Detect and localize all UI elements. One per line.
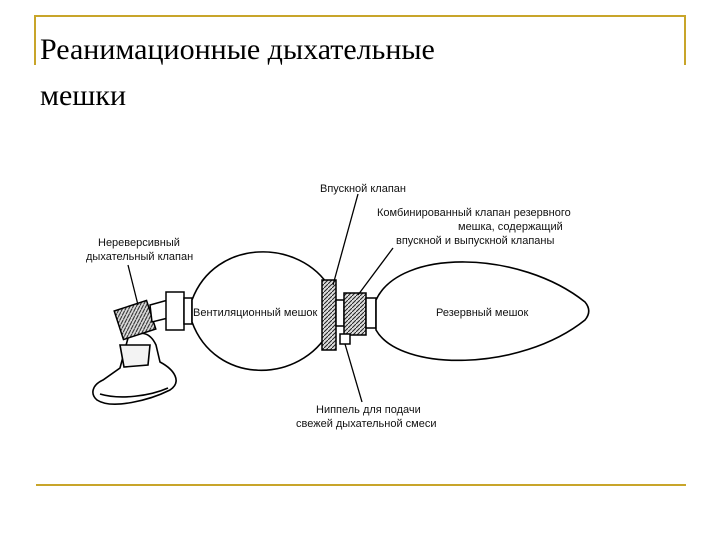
label-reservoir-bag: Резервный мешок <box>436 307 529 319</box>
reservoir-bag-shape <box>375 261 590 362</box>
label-nipple-line1: Ниппель для подачи <box>316 404 421 416</box>
slide-title-line2: мешки <box>40 79 127 112</box>
nonrebreathing-valve-leader-line <box>127 264 139 306</box>
bottom-divider-line <box>36 484 686 486</box>
right-accent-line <box>684 15 686 65</box>
label-combined-valve-line1: Комбинированный клапан резервного <box>377 207 571 219</box>
label-nonrebreathing-valve-line1: Нереверсивный <box>98 237 180 249</box>
inlet-valve-shape <box>321 279 337 351</box>
top-divider-line <box>34 15 686 17</box>
left-accent-line <box>34 15 36 65</box>
face-mask-shape <box>92 332 177 405</box>
label-ventilation-bag: Вентиляционный мешок <box>193 307 318 319</box>
label-inlet-valve: Впускной клапан <box>320 183 406 195</box>
label-combined-valve-line2: мешка, содержащий <box>458 221 563 233</box>
bag-connector-shape <box>165 291 193 331</box>
leader-lines <box>127 193 394 403</box>
combined-valve-leader-line <box>357 247 394 296</box>
label-nipple-line2: свежей дыхательной смеси <box>296 418 437 430</box>
combined-valve-shape <box>335 292 377 336</box>
nonrebreathing-valve-shape <box>113 299 169 341</box>
fresh-gas-nipple-shape <box>339 333 351 345</box>
label-combined-valve-line3: впускной и выпускной клапаны <box>396 235 554 247</box>
inlet-valve-leader-line <box>332 193 359 286</box>
nipple-leader-line <box>344 343 363 403</box>
slide-title-line1: Реанимационные дыхательные <box>40 33 435 66</box>
label-nonrebreathing-valve-line2: дыхательный клапан <box>86 251 193 263</box>
